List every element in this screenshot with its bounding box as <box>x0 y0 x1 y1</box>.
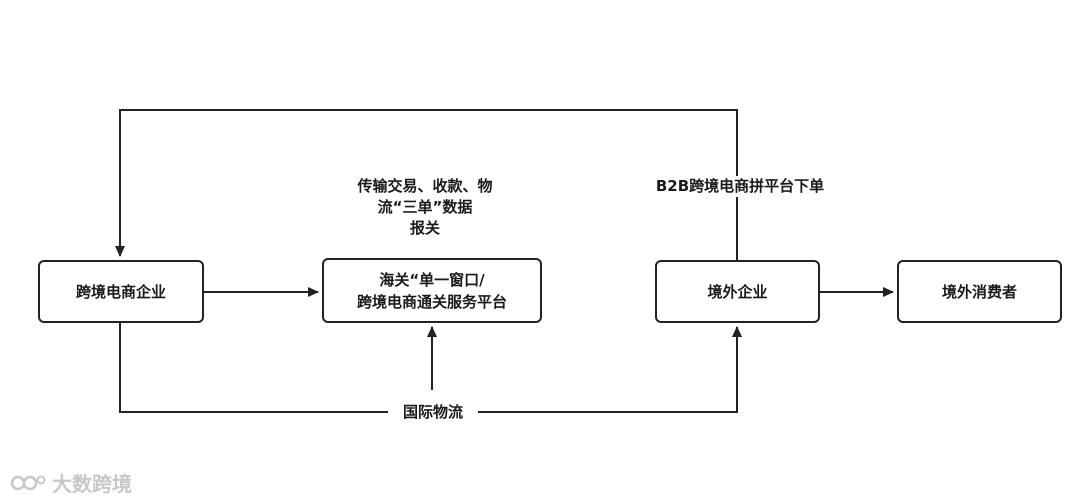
node-overseas-enterprise-label: 境外企业 <box>707 282 768 301</box>
node-overseas-consumer: 境外消费者 <box>897 260 1062 323</box>
node-cross-border-enterprise: 跨境电商企业 <box>38 260 204 323</box>
label-international-logistics: 国际物流 <box>388 402 478 423</box>
node-overseas-enterprise: 境外企业 <box>655 260 820 323</box>
brand-logo-icon <box>10 475 46 490</box>
node-customs-platform-line2: 跨境电商通关服务平台 <box>356 292 507 311</box>
label-three-documents-data: 传输交易、收款、物 流“三单”数据 报关 <box>330 176 520 239</box>
label-three-documents-line1: 传输交易、收款、物 <box>357 177 493 195</box>
node-customs-platform-line1: 海关“单一窗口/ <box>379 270 485 289</box>
node-overseas-consumer-label: 境外消费者 <box>941 282 1017 301</box>
watermark: 大数跨境 <box>10 468 132 497</box>
label-three-documents-line3: 报关 <box>409 219 440 237</box>
label-three-documents-line2: 流“三单”数据 <box>377 198 473 216</box>
arrow-logistics-loop <box>119 323 742 413</box>
node-cross-border-enterprise-label: 跨境电商企业 <box>75 282 166 301</box>
watermark-text: 大数跨境 <box>52 472 132 496</box>
label-b2b-order: B2B跨境电商拼平台下单 <box>630 176 850 197</box>
node-customs-platform: 海关“单一窗口/ 跨境电商通关服务平台 <box>322 258 542 323</box>
